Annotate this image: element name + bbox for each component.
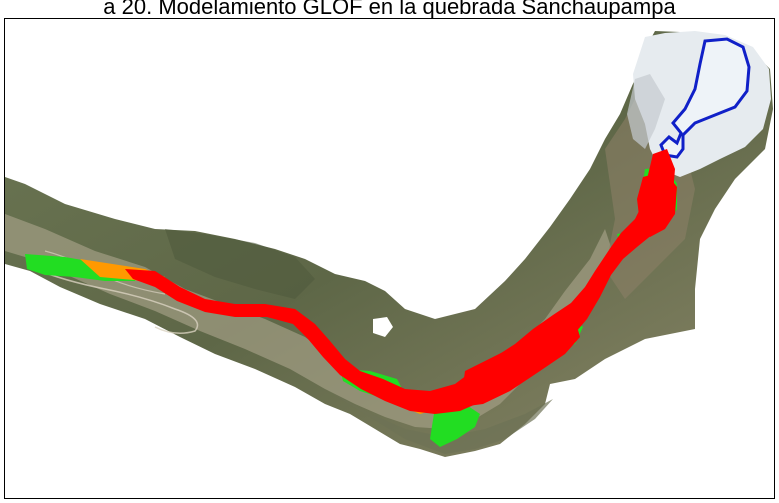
flood-extent-layer: [25, 149, 677, 447]
map-canvas: [5, 31, 773, 457]
lower-slope: [325, 389, 553, 454]
no-data-patch: [373, 317, 393, 337]
flood-high-zone-lower-lobe: [460, 319, 580, 407]
flood-low-zone-lower: [430, 404, 480, 447]
glacier-shadow: [627, 74, 665, 149]
left-hillside: [165, 229, 315, 299]
figure-caption: a 20. Modelamiento GLOF en la quebrada S…: [103, 0, 676, 19]
flood-high-zone-upper-lobe: [637, 171, 677, 237]
valley-terrain: [5, 31, 773, 457]
lake-outline: [659, 37, 751, 159]
map-frame: [4, 18, 775, 499]
trail-line: [34, 268, 199, 334]
